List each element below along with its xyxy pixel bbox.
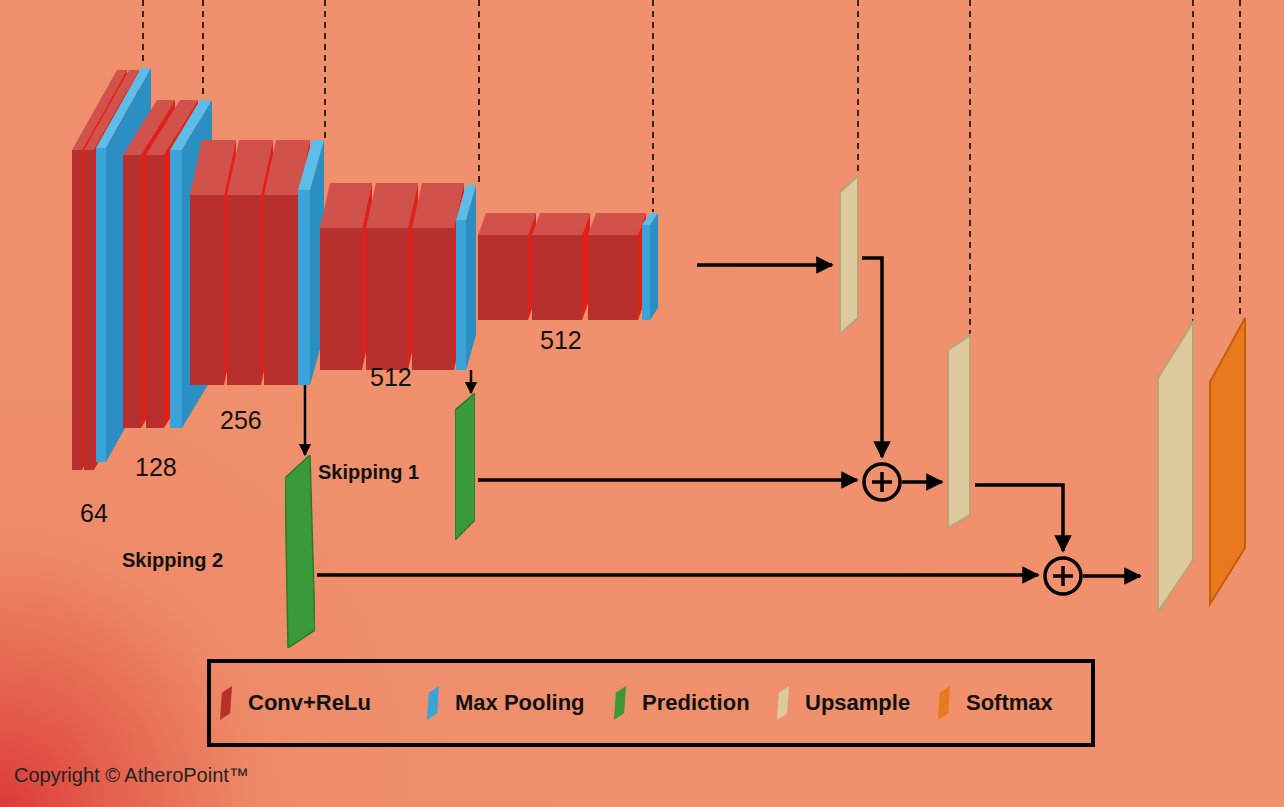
slab-front xyxy=(146,155,164,428)
legend-text: Upsample xyxy=(805,690,910,716)
dashed-guide xyxy=(969,0,971,335)
decoder-slabs xyxy=(840,176,1245,612)
slab-front xyxy=(478,235,528,320)
legend-frame xyxy=(209,661,1093,745)
slab-front xyxy=(190,195,224,385)
dashed-guide xyxy=(1239,0,1241,318)
slab-front xyxy=(532,235,582,320)
dashed-guide xyxy=(857,0,859,176)
slab-front xyxy=(366,228,408,370)
slab-top xyxy=(532,213,590,235)
legend-swatch xyxy=(777,686,789,720)
legend-swatch xyxy=(427,686,439,720)
copyright-note: Copyright © AtheroPoint™ xyxy=(14,764,249,787)
slab-side xyxy=(466,185,476,370)
slab-front xyxy=(72,150,82,470)
skip-connector xyxy=(304,385,307,455)
sum-symbols xyxy=(864,464,1081,594)
channel-count: 512 xyxy=(370,363,412,392)
legend-swatch xyxy=(938,686,950,720)
slab-front xyxy=(84,150,94,470)
channel-count: 64 xyxy=(80,499,108,528)
slab-front xyxy=(320,228,362,370)
prediction-slab: Skipping 2 xyxy=(285,455,315,648)
conv-block-256: 256 xyxy=(190,140,312,385)
dashed-guide xyxy=(478,0,480,184)
slab-front xyxy=(456,220,466,370)
slab-front xyxy=(588,235,638,320)
prediction-shape xyxy=(455,393,475,540)
conv-block-128: 128 xyxy=(123,98,204,428)
slab-top xyxy=(478,213,536,235)
channel-count: 256 xyxy=(220,406,262,435)
legend-text: Conv+ReLu xyxy=(248,690,371,716)
skip-label: Skipping 1 xyxy=(318,461,419,484)
dashed-guide xyxy=(324,0,326,140)
legend-swatch xyxy=(220,686,232,720)
slab-front xyxy=(642,225,650,320)
dashed-guide xyxy=(142,0,144,66)
legend-text: Softmax xyxy=(966,690,1053,716)
conv-block-64: 64 xyxy=(72,68,152,470)
prediction-shape xyxy=(285,455,315,648)
dashed-guide xyxy=(652,0,654,212)
skip-connector xyxy=(470,370,473,393)
slab-front xyxy=(298,190,310,385)
channel-count: 128 xyxy=(135,453,177,482)
slab-front xyxy=(412,228,454,370)
slab-front xyxy=(264,195,298,385)
slab-side xyxy=(650,213,658,320)
conv-block-512: 512 xyxy=(478,213,658,320)
slab-front xyxy=(96,148,106,462)
channel-count: 512 xyxy=(540,326,582,355)
slab-front xyxy=(170,150,182,428)
dashed-guide xyxy=(202,0,204,98)
slab-front xyxy=(227,195,261,385)
slab-front xyxy=(123,155,141,428)
slab-top xyxy=(588,213,646,235)
dashed-guide xyxy=(1192,0,1194,322)
layer-slabs xyxy=(72,68,658,470)
legend-text: Prediction xyxy=(642,690,750,716)
prediction-slab: Skipping 1 xyxy=(455,393,475,540)
skip-label: Skipping 2 xyxy=(122,549,223,572)
flow-arrows xyxy=(317,258,1140,576)
legend-text: Max Pooling xyxy=(455,690,585,716)
legend-swatch xyxy=(614,686,626,720)
conv-block-512: 512 xyxy=(320,183,478,370)
